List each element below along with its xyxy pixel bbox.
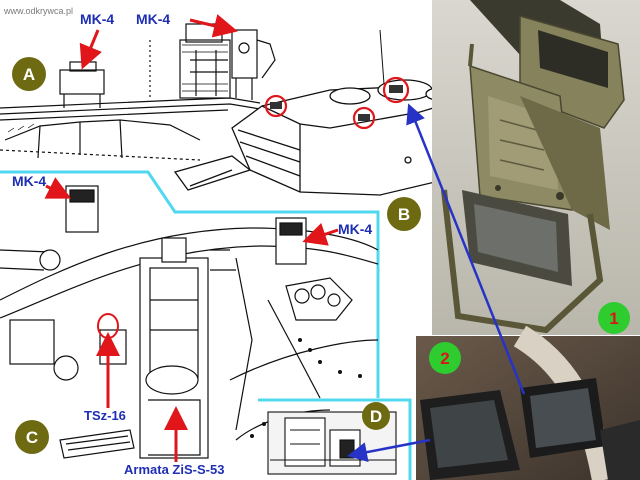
panel-b-periscope-marks	[270, 85, 403, 121]
label-tsz-16: TSz-16	[84, 408, 126, 423]
blue-arrows	[347, 103, 526, 462]
panel-b-highlight-circles	[264, 76, 410, 130]
photo-2-mounted	[416, 325, 640, 480]
tsz-highlight	[97, 313, 119, 339]
svg-text:A: A	[23, 65, 35, 84]
svg-text:C: C	[26, 428, 38, 447]
label-mk4-c-left: MK-4	[12, 173, 46, 189]
badge-2: 2	[429, 342, 461, 374]
panel-a-hatching	[7, 44, 228, 133]
red-arrows	[44, 14, 339, 462]
svg-text:B: B	[398, 205, 410, 224]
watermark: www.odkrywca.pl	[3, 6, 73, 16]
label-mk4-c-right: MK-4	[338, 221, 372, 237]
label-mk4-a-left: MK-4	[80, 11, 114, 27]
badge-c: C	[15, 420, 49, 454]
svg-text:D: D	[370, 407, 382, 426]
photo-1-periscope	[432, 0, 640, 335]
badge-d: D	[362, 402, 390, 430]
svg-text:2: 2	[440, 349, 449, 368]
panel-c-bolts	[250, 338, 362, 438]
svg-text:1: 1	[609, 309, 618, 328]
label-mk4-a-right: MK-4	[136, 11, 170, 27]
panel-a-drawing	[0, 23, 276, 161]
badge-b: B	[387, 197, 421, 231]
label-armata: Armata ZiS-S-53	[124, 462, 224, 477]
badge-1: 1	[598, 302, 630, 334]
cyan-frames	[0, 170, 412, 480]
badge-a: A	[12, 57, 46, 91]
